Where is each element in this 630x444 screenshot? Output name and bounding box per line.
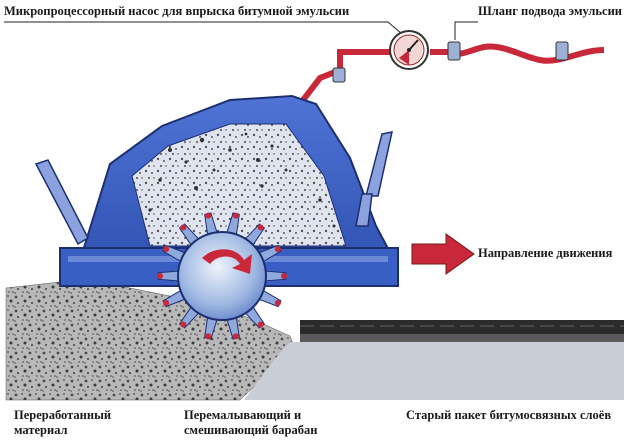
old-road-layers	[244, 320, 624, 400]
drum-tooth-tip	[157, 273, 163, 279]
drum-tooth-tip	[163, 246, 170, 253]
direction-label: Направление движения	[478, 246, 613, 260]
hose-label: Шланг подвода эмульсии	[478, 4, 622, 18]
gravel-particles	[148, 132, 336, 228]
drum-tooth-tip	[180, 224, 187, 231]
drum-tooth-tip	[257, 321, 264, 328]
drum-tooth-tip	[205, 333, 212, 340]
old-layers-label: Старый пакет битумосвязных слоёв	[406, 408, 612, 422]
drum-tooth-tip	[205, 212, 212, 219]
drum-tooth-tip	[180, 321, 187, 328]
pump-label: Микропроцессорный насос для впрыска биту…	[4, 4, 350, 18]
drum-tooth-tip	[232, 333, 239, 340]
milling-drum	[157, 212, 287, 340]
drum-tooth-tip	[281, 273, 287, 279]
drum-tooth-tip	[274, 246, 281, 253]
pressure-gauge-icon	[389, 30, 429, 70]
processed-material-label: Переработанный материал	[14, 408, 112, 437]
drum-label: Перемалывающий и смешивающий барабан	[184, 408, 318, 437]
direction-arrow-icon	[411, 233, 475, 275]
drum-tooth-tip	[257, 224, 264, 231]
drum-tooth-tip	[232, 212, 239, 219]
rotation-arrow-icon	[202, 249, 252, 274]
pump-leader-line	[4, 21, 403, 35]
drum-tooth-tip	[163, 299, 170, 306]
hose-leader-line	[454, 21, 478, 40]
emulsion-hose	[289, 41, 605, 134]
drum-tooth-tip	[274, 299, 281, 306]
